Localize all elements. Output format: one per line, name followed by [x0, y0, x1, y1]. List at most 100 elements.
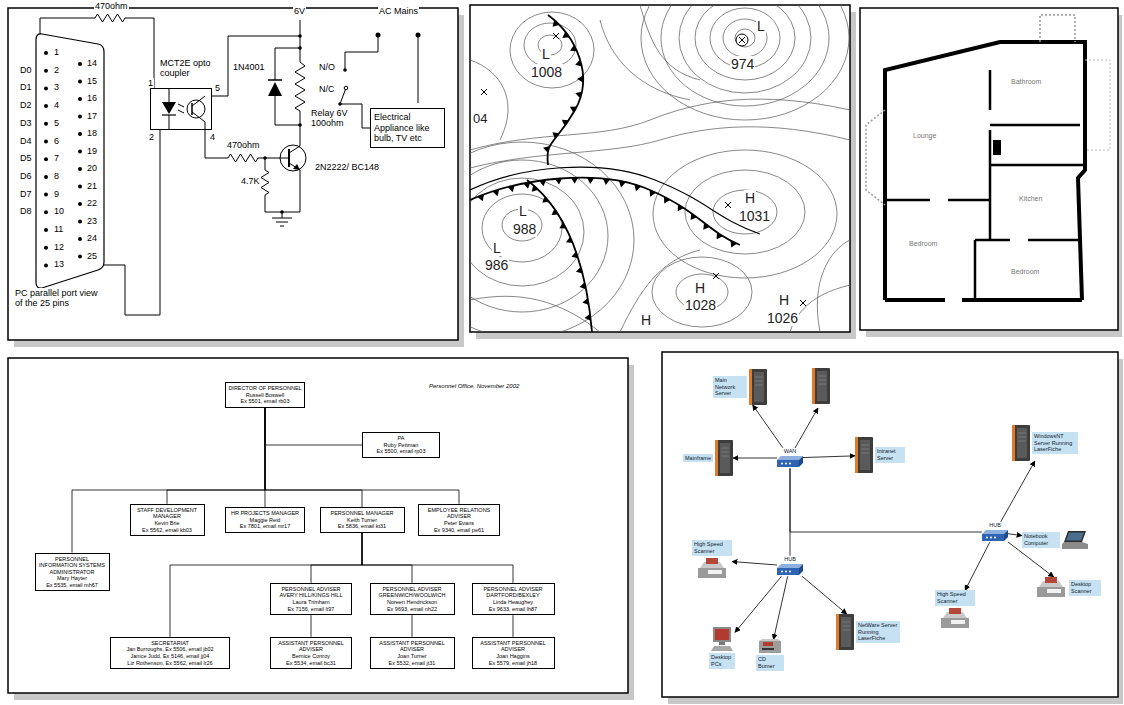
network-link	[803, 456, 855, 458]
network-device-icon	[812, 368, 830, 404]
device-label: Main Network Server	[715, 377, 745, 397]
org-box: STAFF DEVELOPMENT MANAGERKevin BrieEx 55…	[130, 504, 205, 536]
room-name: Kitchen	[1018, 195, 1043, 203]
srv-icon	[749, 369, 767, 405]
weather-front	[470, 15, 760, 332]
parallel-port-symbol	[78, 167, 82, 171]
circuit-symbol	[280, 210, 284, 214]
device-label-box: Intranet Server	[875, 447, 905, 462]
circuit-symbol	[162, 102, 176, 114]
front-triangle	[552, 132, 559, 138]
device-label-box: High Speed Scanner	[935, 590, 975, 605]
scan-icon	[698, 558, 726, 578]
parallel-port-symbol	[44, 210, 48, 214]
job-title: EMPLOYEE RELATIONS ADVISER	[421, 507, 497, 520]
parallel-port-symbol	[78, 185, 82, 189]
appliance-text: Electrical Appliance like bulb, TV etc	[374, 112, 441, 143]
panel-frame	[8, 358, 628, 693]
parallel-port-symbol	[78, 255, 82, 259]
circuit-symbol	[191, 103, 193, 115]
pressure-letter: L	[518, 203, 528, 219]
person-detail: Joan Turner	[373, 653, 452, 660]
front-triangle	[559, 222, 566, 228]
part-name: 2N2222/ BC148	[314, 162, 380, 172]
parallel-port-symbol	[78, 132, 82, 136]
isobar	[470, 127, 850, 168]
scan-icon	[939, 608, 971, 630]
scan-icon	[1037, 577, 1065, 597]
appliance-box: Electrical Appliance like bulb, TV etc	[370, 108, 445, 147]
room-name: Lounge	[912, 132, 937, 140]
job-title: PERSONNEL ADVISER AVERY HILL/KINGS HILL	[273, 586, 349, 599]
org-box: PARuby PettmanEx 5500, email rp03	[362, 432, 440, 458]
scan-icon	[1035, 577, 1067, 599]
device-label: CD Burner	[758, 656, 782, 669]
circuit-symbol	[298, 34, 302, 38]
pressure-letter: L	[756, 18, 766, 34]
pin-number: 4	[209, 132, 216, 142]
pressure-value: 1008	[530, 64, 563, 80]
pressure-letter: H	[744, 190, 756, 206]
part-name: 1N4001	[232, 62, 266, 72]
panel-frame	[860, 8, 1118, 330]
signal-name: D8	[19, 206, 33, 216]
front-triangle	[575, 60, 582, 67]
pin-number: 10	[53, 206, 65, 216]
isobar	[652, 257, 752, 327]
circuit-symbol	[416, 33, 421, 38]
front-triangle	[492, 190, 499, 197]
person-detail: Ex 9340, email pe61	[421, 527, 497, 534]
pressure-value: 974	[730, 56, 755, 72]
network-link	[965, 542, 990, 590]
network-link	[802, 576, 847, 614]
circuit-symbol	[178, 104, 184, 113]
lap-icon	[1062, 531, 1088, 549]
pressure-centre-mark	[713, 273, 719, 279]
circuit-wire	[212, 36, 300, 96]
srv-icon	[715, 440, 733, 476]
person-detail: Ex 7156, email lt97	[273, 606, 349, 613]
hub-icon	[982, 530, 1008, 542]
org-box: ASSISTANT PERSONNEL ADVISERJoan HagginsE…	[472, 637, 555, 669]
pressure-centre-mark	[739, 37, 745, 43]
srv-icon	[1012, 425, 1030, 461]
network-device: High Speed Scanner	[935, 590, 975, 629]
caption-note: PC parallel port view of the 25 pins	[14, 288, 104, 309]
person-detail: Liz Rothenson, Ex 5562, email lr26	[113, 660, 227, 667]
isobar	[524, 23, 576, 67]
floor-plan-wall	[990, 125, 1083, 165]
weather-front	[547, 15, 583, 165]
network-device: Main Network Server	[713, 369, 767, 405]
circuit-symbol	[293, 164, 300, 170]
circuit-symbol	[298, 123, 302, 127]
network-device: Mainframe	[683, 440, 733, 476]
parallel-port-symbol	[78, 150, 82, 154]
isobar	[653, 150, 837, 278]
person-detail: Ex 5501, email rb03	[228, 398, 302, 405]
isobar	[470, 60, 508, 140]
person-detail: Laura Trimham	[273, 599, 349, 606]
pressure-letter: L	[541, 46, 551, 62]
front-triangle	[649, 190, 655, 197]
front-triangle	[539, 180, 546, 186]
front-triangle	[553, 20, 560, 27]
front-triangle	[552, 209, 559, 215]
pc-icon	[711, 627, 733, 651]
panel-frame	[8, 8, 458, 340]
device-label-box: Main Network Server	[713, 376, 747, 398]
isobar	[620, 250, 700, 332]
front-triangle	[570, 45, 577, 51]
scan-icon	[696, 558, 728, 580]
network-link	[735, 576, 781, 632]
device-label: HUB	[784, 556, 796, 563]
optocoupler-box: MCT2E opto coupler	[150, 58, 220, 130]
parallel-port-symbol	[44, 193, 48, 197]
parallel-port-symbol	[78, 237, 82, 241]
front-triangle	[577, 75, 583, 82]
floor-plan-wall	[993, 140, 1001, 155]
network-device-icon	[795, 408, 818, 448]
isobar	[735, 29, 755, 47]
front-triangle	[580, 282, 587, 289]
circuit-wire	[288, 149, 290, 167]
